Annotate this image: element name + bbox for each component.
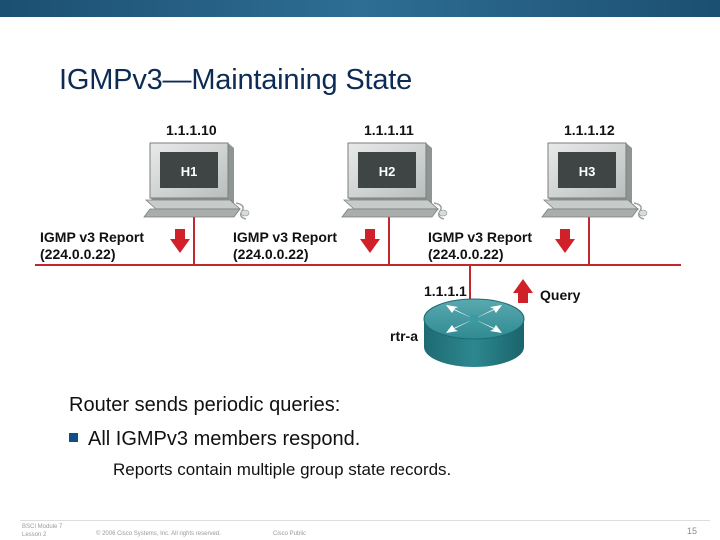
report-label-h1: IGMP v3 Report (224.0.0.22) <box>40 229 144 263</box>
bullet-square-icon <box>69 433 78 442</box>
report-label-h2: IGMP v3 Report (224.0.0.22) <box>233 229 337 263</box>
host-h2-ip: 1.1.1.11 <box>364 122 414 138</box>
report-label-h1-line2: (224.0.0.22) <box>40 246 116 262</box>
pc-h3-icon: H3 <box>541 142 648 220</box>
footer-divider <box>20 520 710 521</box>
footer-course: BSCI Module 7 Lesson 2 <box>22 523 62 539</box>
sub-bullet-text: Reports contain multiple group state rec… <box>113 460 452 479</box>
igmp-network-diagram: H1 H2 H3 <box>35 142 681 367</box>
report-label-h2-line1: IGMP v3 Report <box>233 229 337 245</box>
page-number: 15 <box>686 526 697 536</box>
report-label-h3: IGMP v3 Report (224.0.0.22) <box>428 229 532 263</box>
host-h3-ip: 1.1.1.12 <box>564 122 615 138</box>
footer-classification: Cisco Public <box>273 531 307 537</box>
report-label-h2-line2: (224.0.0.22) <box>233 246 309 262</box>
pc-h1-screen-label: H1 <box>181 164 198 179</box>
report-label-h3-line1: IGMP v3 Report <box>428 229 532 245</box>
query-arrow-icon <box>513 279 533 303</box>
slide-title: IGMPv3—Maintaining State <box>59 64 413 96</box>
footer-copyright: © 2006 Cisco Systems, Inc. All rights re… <box>96 531 221 537</box>
pc-h2-screen-label: H2 <box>379 164 396 179</box>
report-label-h3-line2: (224.0.0.22) <box>428 246 504 262</box>
report-arrow-h2-icon <box>360 229 380 253</box>
report-arrow-h1-icon <box>170 229 190 253</box>
top-banner <box>0 0 720 17</box>
host-h1-ip: 1.1.1.10 <box>166 122 217 138</box>
router-name: rtr-a <box>390 328 419 344</box>
footer-course-line1: BSCI Module 7 <box>22 524 63 530</box>
bullet-text: All IGMPv3 members respond. <box>88 428 361 450</box>
report-label-h1-line1: IGMP v3 Report <box>40 229 144 245</box>
pc-h3-screen-label: H3 <box>579 164 596 179</box>
report-arrow-h3-icon <box>555 229 575 253</box>
query-label: Query <box>540 287 581 303</box>
router-ip: 1.1.1.1 <box>424 283 467 299</box>
body-line: Router sends periodic queries: <box>69 394 341 416</box>
footer-course-line2: Lesson 2 <box>22 532 47 538</box>
pc-h1-icon: H1 <box>143 142 250 220</box>
router-icon <box>423 298 525 367</box>
pc-h2-icon: H2 <box>341 142 448 220</box>
bullet-item: All IGMPv3 members respond. <box>69 428 360 451</box>
